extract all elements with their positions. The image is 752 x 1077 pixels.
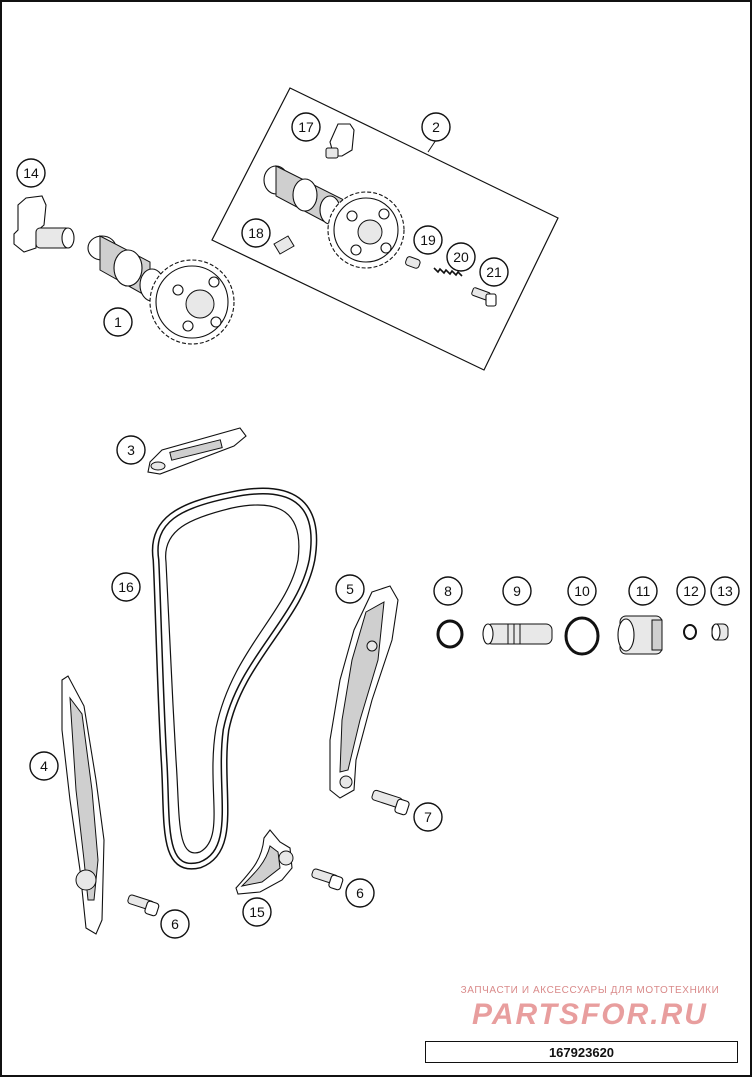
callout-7: 7 bbox=[413, 802, 443, 832]
watermark-logo: PARTSFOR.RU bbox=[472, 998, 708, 1031]
callout-11: 11 bbox=[628, 576, 658, 606]
callout-9: 9 bbox=[502, 576, 532, 606]
part-4-chain-guide bbox=[61, 675, 105, 935]
part-18-pin bbox=[273, 235, 295, 255]
svg-text:9: 9 bbox=[513, 583, 521, 599]
svg-text:21: 21 bbox=[486, 264, 502, 280]
svg-text:12: 12 bbox=[683, 583, 699, 599]
svg-text:7: 7 bbox=[424, 809, 432, 825]
part-1-camshaft bbox=[87, 235, 235, 345]
svg-text:15: 15 bbox=[249, 904, 265, 920]
part-16-timing-chain bbox=[151, 487, 318, 870]
part-21-screw bbox=[471, 287, 497, 307]
part-9-tensioner-plunger bbox=[482, 623, 553, 645]
part-11-tensioner-housing bbox=[617, 615, 663, 655]
document-number-box: 167923620 bbox=[425, 1041, 738, 1063]
callout-1: 1 bbox=[103, 307, 133, 337]
callout-20: 20 bbox=[446, 242, 476, 272]
watermark-tagline: ЗАПЧАСТИ И АКСЕССУАРЫ ДЛЯ МОТОТЕХНИКИ bbox=[460, 985, 720, 996]
part-14-sensor bbox=[13, 195, 75, 253]
part-6-bolt-right bbox=[311, 868, 344, 891]
callout-13: 13 bbox=[710, 576, 740, 606]
callout-4: 4 bbox=[29, 751, 59, 781]
svg-text:18: 18 bbox=[248, 225, 264, 241]
callout-19: 19 bbox=[413, 225, 443, 255]
part-17-sensor bbox=[325, 123, 355, 159]
svg-text:4: 4 bbox=[40, 758, 48, 774]
part-13-plug bbox=[711, 623, 729, 641]
svg-text:16: 16 bbox=[118, 579, 134, 595]
svg-text:6: 6 bbox=[171, 916, 179, 932]
part-5-tensioner-rail bbox=[329, 585, 399, 799]
svg-text:1: 1 bbox=[114, 314, 122, 330]
callout-14: 14 bbox=[16, 158, 46, 188]
svg-text:20: 20 bbox=[453, 249, 469, 265]
svg-text:3: 3 bbox=[127, 442, 135, 458]
callout-5: 5 bbox=[335, 574, 365, 604]
part-19-plunger bbox=[405, 256, 421, 269]
callout-18: 18 bbox=[241, 218, 271, 248]
svg-text:8: 8 bbox=[444, 583, 452, 599]
part-3-guide-rail bbox=[147, 427, 247, 475]
callout-17: 17 bbox=[291, 112, 321, 142]
callout-15: 15 bbox=[242, 897, 272, 927]
svg-text:10: 10 bbox=[574, 583, 590, 599]
svg-text:17: 17 bbox=[298, 119, 314, 135]
svg-text:13: 13 bbox=[717, 583, 733, 599]
svg-text:14: 14 bbox=[23, 165, 39, 181]
svg-text:2: 2 bbox=[432, 119, 440, 135]
callout-3: 3 bbox=[116, 435, 146, 465]
svg-text:6: 6 bbox=[356, 885, 364, 901]
svg-text:11: 11 bbox=[636, 583, 651, 599]
callout-16: 16 bbox=[111, 572, 141, 602]
svg-text:19: 19 bbox=[420, 232, 436, 248]
part-10-o-ring bbox=[564, 616, 600, 656]
document-number: 167923620 bbox=[548, 1044, 615, 1060]
part-6-bolt-left bbox=[127, 894, 160, 917]
part-7-bolt bbox=[371, 789, 410, 816]
callout-6-right: 6 bbox=[345, 878, 375, 908]
callout-6-left: 6 bbox=[160, 909, 190, 939]
callout-21: 21 bbox=[479, 257, 509, 287]
part-15-lower-guide bbox=[235, 829, 294, 895]
part-2-kit-box bbox=[211, 87, 559, 371]
callout-10: 10 bbox=[567, 576, 597, 606]
part-12-small-ring bbox=[683, 624, 697, 640]
callout-8: 8 bbox=[433, 576, 463, 606]
callout-12: 12 bbox=[676, 576, 706, 606]
part-8-seal-ring bbox=[436, 619, 464, 649]
callout-2: 2 bbox=[421, 112, 451, 142]
part-2-camshaft bbox=[263, 165, 405, 269]
svg-text:5: 5 bbox=[346, 581, 354, 597]
part-20-spring bbox=[433, 267, 463, 277]
